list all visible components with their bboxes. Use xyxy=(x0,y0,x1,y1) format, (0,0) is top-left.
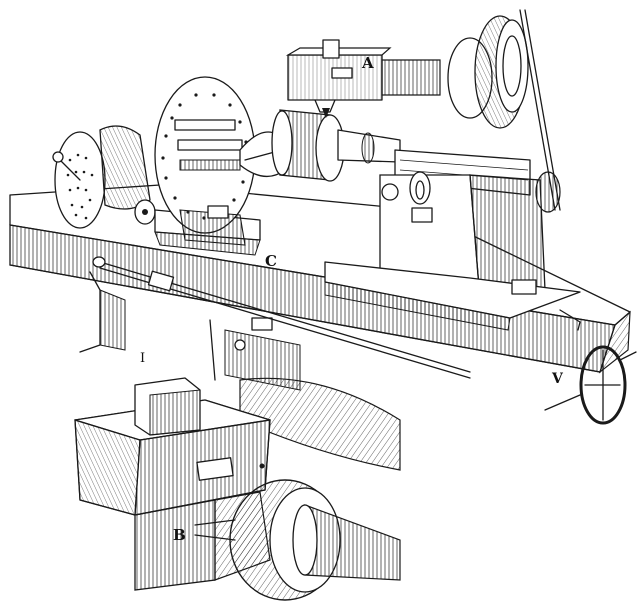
label-a: A xyxy=(362,54,374,72)
dividing-head xyxy=(52,76,261,256)
handwheel-v xyxy=(544,345,637,425)
work-arbor xyxy=(239,109,401,182)
feed-rod xyxy=(92,256,471,379)
cutter-head-a xyxy=(285,9,561,211)
label-c: C xyxy=(265,252,277,270)
inset-detail xyxy=(74,377,401,601)
label-v: V xyxy=(552,371,563,387)
tailstock xyxy=(324,149,581,331)
label-b: B xyxy=(173,526,186,544)
figure-number-label: I xyxy=(140,351,146,366)
bed-supports xyxy=(79,271,301,391)
